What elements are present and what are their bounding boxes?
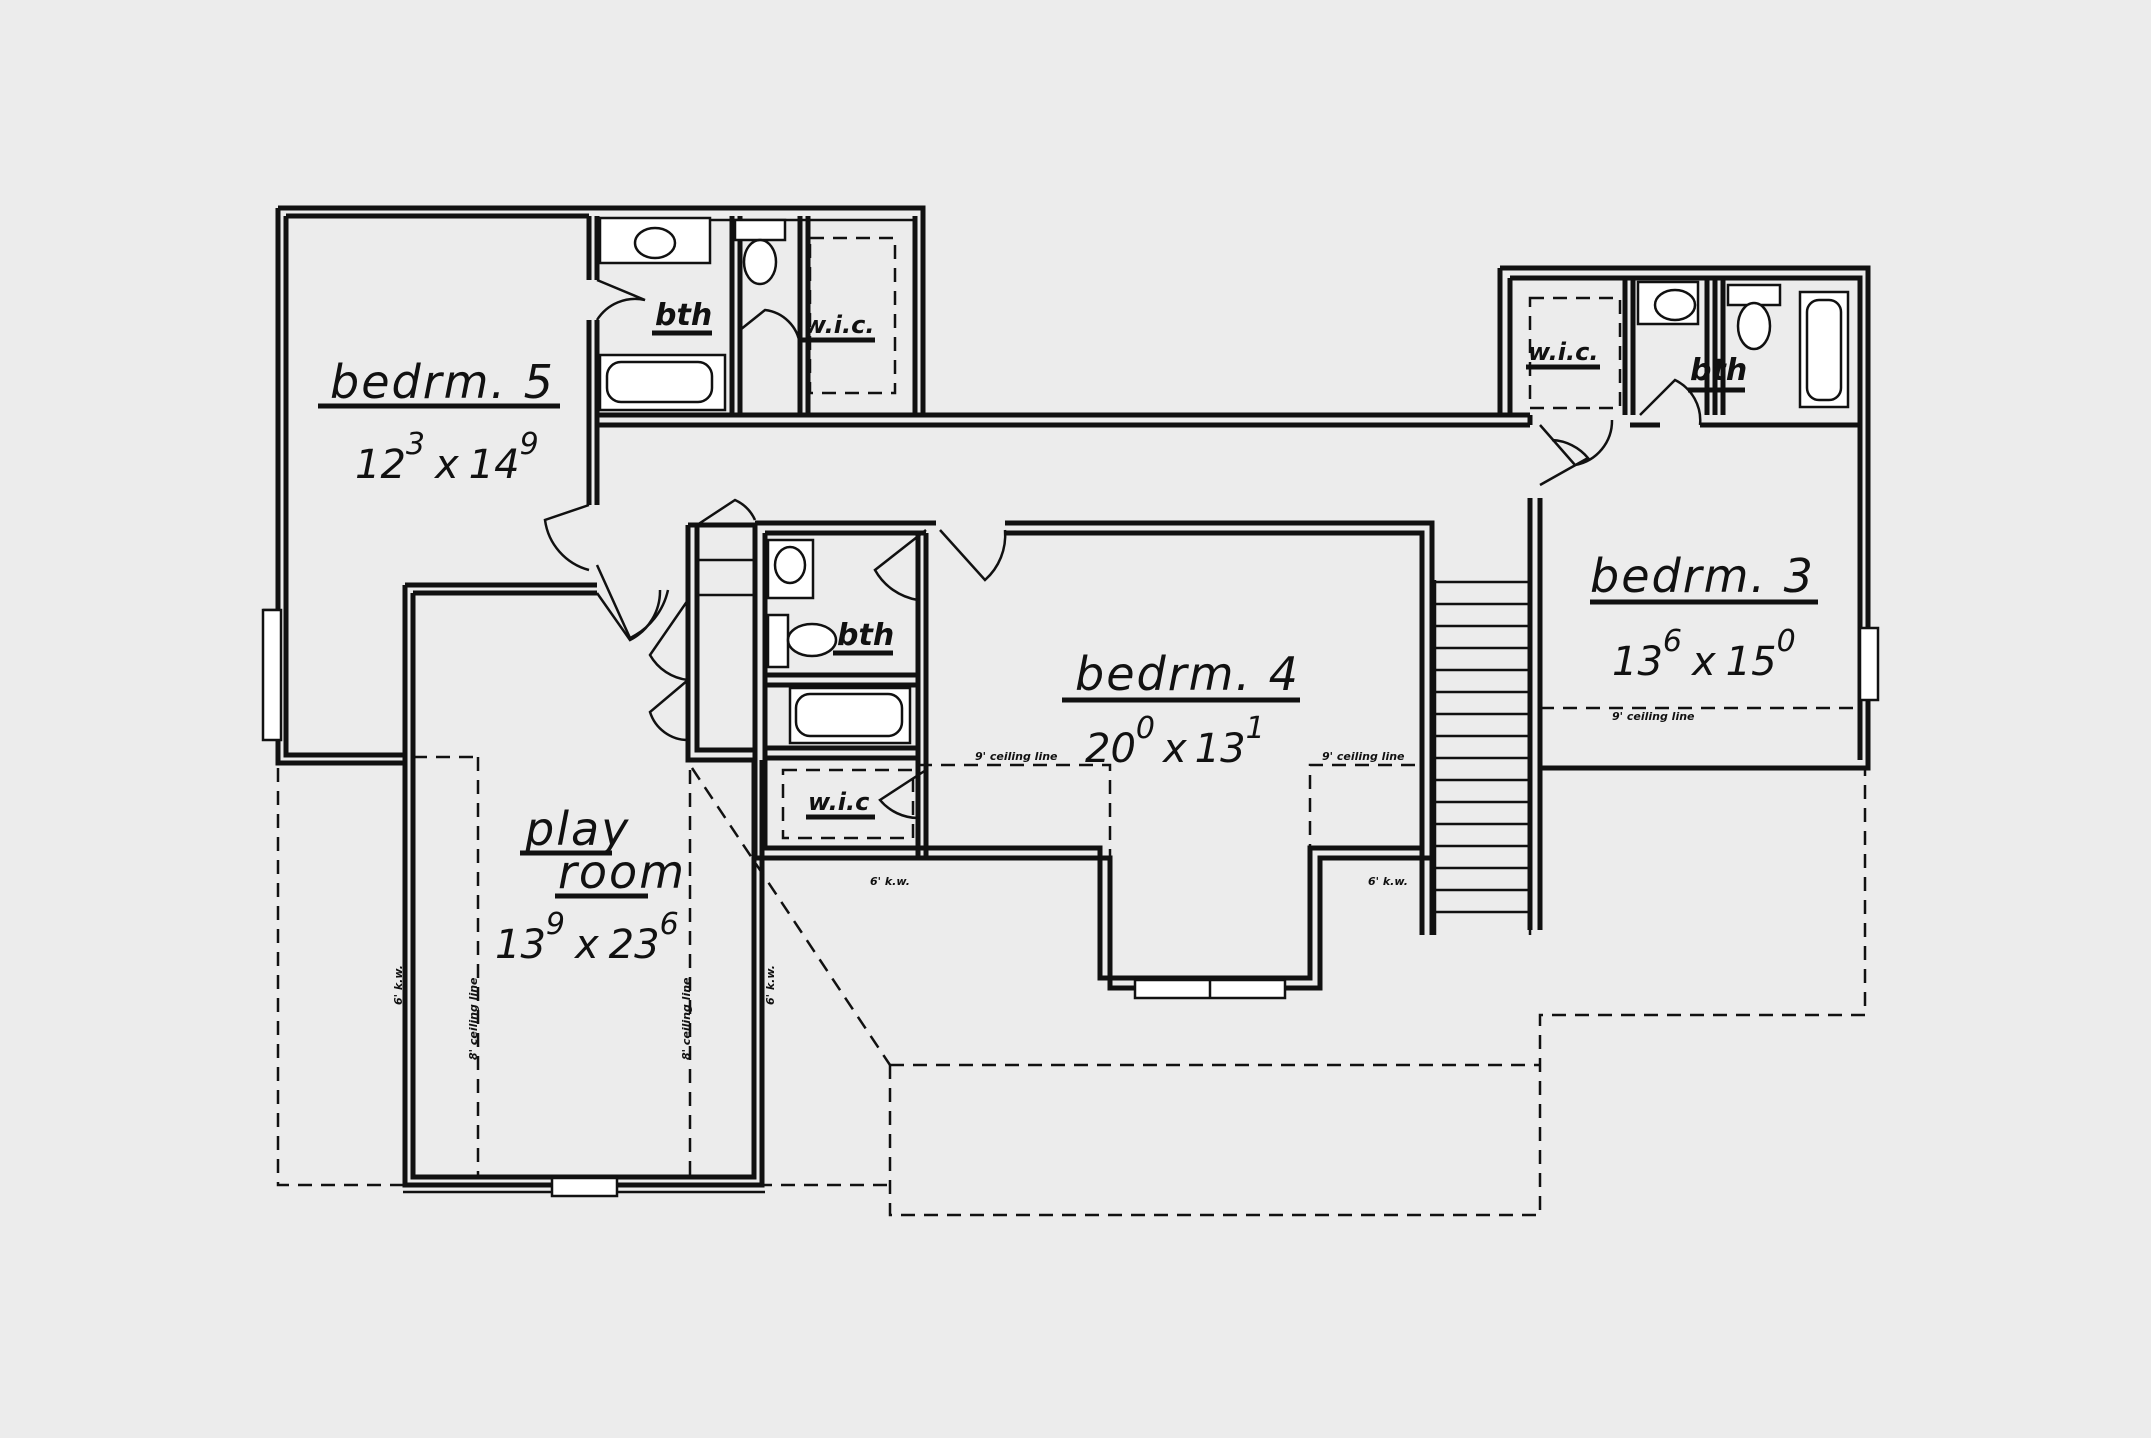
door-swings-bedrm4	[873, 529, 1007, 820]
knee-wall-label-playroom-right: 6' k.w.	[764, 965, 777, 1005]
playroom-title-line1: play	[524, 802, 630, 856]
roofline-dashed	[276, 767, 1867, 1217]
ceiling-line-label-bedrm4-right: 9' ceiling line	[1322, 750, 1405, 763]
bath-fixtures-bedrm4	[766, 538, 915, 840]
bath-label-bedrm5: bth	[655, 298, 712, 333]
bath-label-bedrm3: bth	[1690, 353, 1747, 388]
playroom-walls	[402, 522, 765, 1198]
bedrm3-title: bedrm. 3	[1590, 549, 1815, 603]
bedroom-5-walls	[261, 205, 1530, 766]
wic-label-bedrm3: w.i.c.	[1528, 338, 1598, 366]
bath-fixtures-bedrm5	[598, 216, 897, 412]
knee-wall-label-bedrm4-right: 6' k.w.	[1368, 875, 1408, 888]
bedrm4-title: bedrm. 4	[1075, 647, 1300, 701]
bath-label-bedrm4: bth	[837, 618, 894, 653]
wic-label-bedrm4: w.i.c	[808, 788, 869, 816]
ceiling-line-label-playroom-right: 8' ceiling line	[680, 977, 693, 1060]
door-swings-playroom	[595, 498, 757, 742]
door-swings-bedrm3	[1539, 378, 1702, 487]
stairs	[1433, 580, 1532, 935]
playroom-title-line2: room	[558, 845, 686, 899]
ceiling-line-label-bedrm3: 9' ceiling line	[1612, 710, 1695, 723]
wic-label-bedrm5: w.i.c.	[804, 311, 874, 339]
bedrm5-title: bedrm. 5	[330, 355, 555, 409]
knee-wall-label-playroom-left: 6' k.w.	[392, 965, 405, 1005]
knee-wall-label-bedrm4-left: 6' k.w.	[870, 875, 910, 888]
door-swings-bedrm5	[543, 278, 802, 640]
ceiling-line-label-bedrm4-left: 9' ceiling line	[975, 750, 1058, 763]
bath-fixtures-bedrm3	[1528, 280, 1850, 410]
ceiling-lines	[918, 706, 1860, 858]
ceiling-line-label-playroom-left: 8' ceiling line	[467, 977, 480, 1060]
